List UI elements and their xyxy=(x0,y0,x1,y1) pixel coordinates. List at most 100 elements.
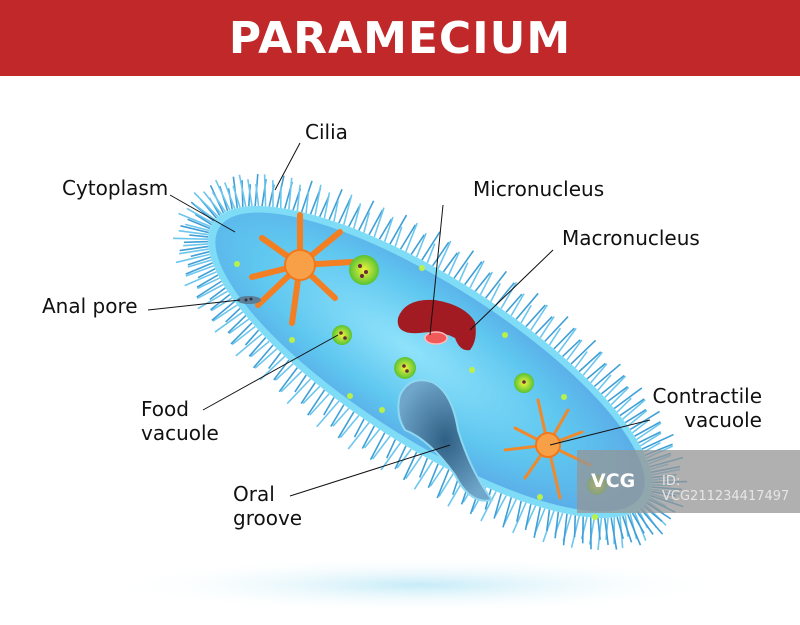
cilium xyxy=(328,189,343,221)
cilium xyxy=(386,439,397,459)
cilium xyxy=(187,218,211,230)
cilium xyxy=(172,237,209,240)
cilium xyxy=(622,399,646,420)
cilium xyxy=(373,207,385,238)
cilium xyxy=(505,293,523,313)
cilium xyxy=(278,367,299,393)
cilium xyxy=(353,418,365,438)
label-line: vacuole xyxy=(141,421,219,445)
cilium xyxy=(619,398,645,417)
cilium xyxy=(333,200,339,222)
cilium xyxy=(250,340,270,358)
cilium xyxy=(494,495,507,517)
cilium xyxy=(516,500,522,522)
cilium xyxy=(464,261,483,286)
cilium xyxy=(316,400,340,428)
label-line: groove xyxy=(233,506,303,530)
cilium xyxy=(244,329,260,346)
cilium xyxy=(235,333,263,357)
cilium xyxy=(300,382,316,405)
cilium xyxy=(231,325,256,346)
cilium xyxy=(600,374,625,395)
cilium xyxy=(431,241,450,267)
label-cilia: Cilia xyxy=(305,120,348,144)
cilium xyxy=(448,251,461,276)
cilium xyxy=(193,192,219,218)
cilium xyxy=(421,231,441,261)
cilium xyxy=(286,378,312,405)
cilium xyxy=(323,192,331,219)
label-line: Oral xyxy=(233,482,275,506)
cilium xyxy=(586,362,606,380)
cilium xyxy=(493,493,502,519)
cilium xyxy=(314,184,322,216)
contractile-vacuole-top xyxy=(249,212,355,326)
cilium xyxy=(252,344,274,369)
cilium xyxy=(636,422,662,441)
cilium xyxy=(185,265,215,277)
cilium xyxy=(469,260,485,289)
cilium xyxy=(294,374,307,393)
label-line: Contractile xyxy=(652,384,762,408)
cilium xyxy=(175,253,211,264)
cilium xyxy=(597,374,612,391)
cilium xyxy=(197,268,216,279)
cilium xyxy=(332,407,350,427)
cilium xyxy=(323,397,335,416)
cilium xyxy=(196,280,222,298)
cilium xyxy=(593,363,621,388)
cilium xyxy=(296,184,301,212)
cilium xyxy=(230,322,253,345)
cilium xyxy=(485,270,508,299)
cilium xyxy=(268,352,282,369)
cilium xyxy=(548,327,562,346)
cilium xyxy=(479,271,493,295)
cilium xyxy=(621,515,633,543)
cilium xyxy=(330,404,345,427)
cilium xyxy=(263,174,267,207)
cilium xyxy=(480,491,497,522)
cilium xyxy=(255,183,260,207)
cilium xyxy=(545,509,551,532)
cilium xyxy=(209,287,226,301)
cilium xyxy=(624,408,647,424)
cilium xyxy=(627,409,648,427)
cilium xyxy=(582,351,603,376)
label-micronucleus: Micronucleus xyxy=(473,177,605,201)
cilium xyxy=(184,271,217,287)
cilium xyxy=(578,351,602,373)
cilium xyxy=(187,259,212,268)
cilium xyxy=(613,387,643,410)
cilium xyxy=(280,370,303,393)
cilium xyxy=(194,213,213,226)
cilium xyxy=(603,517,609,546)
cilium xyxy=(210,297,233,312)
page-title: PARAMECIUM xyxy=(228,12,572,64)
cilium xyxy=(248,337,267,357)
cilium xyxy=(631,512,645,534)
cilium xyxy=(179,248,209,255)
cilium xyxy=(610,386,630,406)
cilium xyxy=(634,421,661,437)
cilium xyxy=(211,300,236,321)
cilium xyxy=(495,282,515,306)
cilium xyxy=(616,397,632,413)
cilium xyxy=(413,460,434,490)
granules xyxy=(234,261,598,520)
cilium xyxy=(309,393,330,416)
cilium xyxy=(369,432,386,461)
cilium xyxy=(437,240,452,270)
cilium xyxy=(597,517,601,540)
cilium xyxy=(348,205,361,228)
cilium xyxy=(197,290,228,310)
cilium xyxy=(352,203,362,229)
cilium xyxy=(510,293,525,317)
cilium xyxy=(641,433,674,450)
cilium xyxy=(635,510,654,535)
cilium xyxy=(554,511,560,539)
cilium xyxy=(458,262,469,282)
cilium xyxy=(214,311,244,333)
cilium xyxy=(227,314,247,334)
cilium xyxy=(539,316,555,339)
